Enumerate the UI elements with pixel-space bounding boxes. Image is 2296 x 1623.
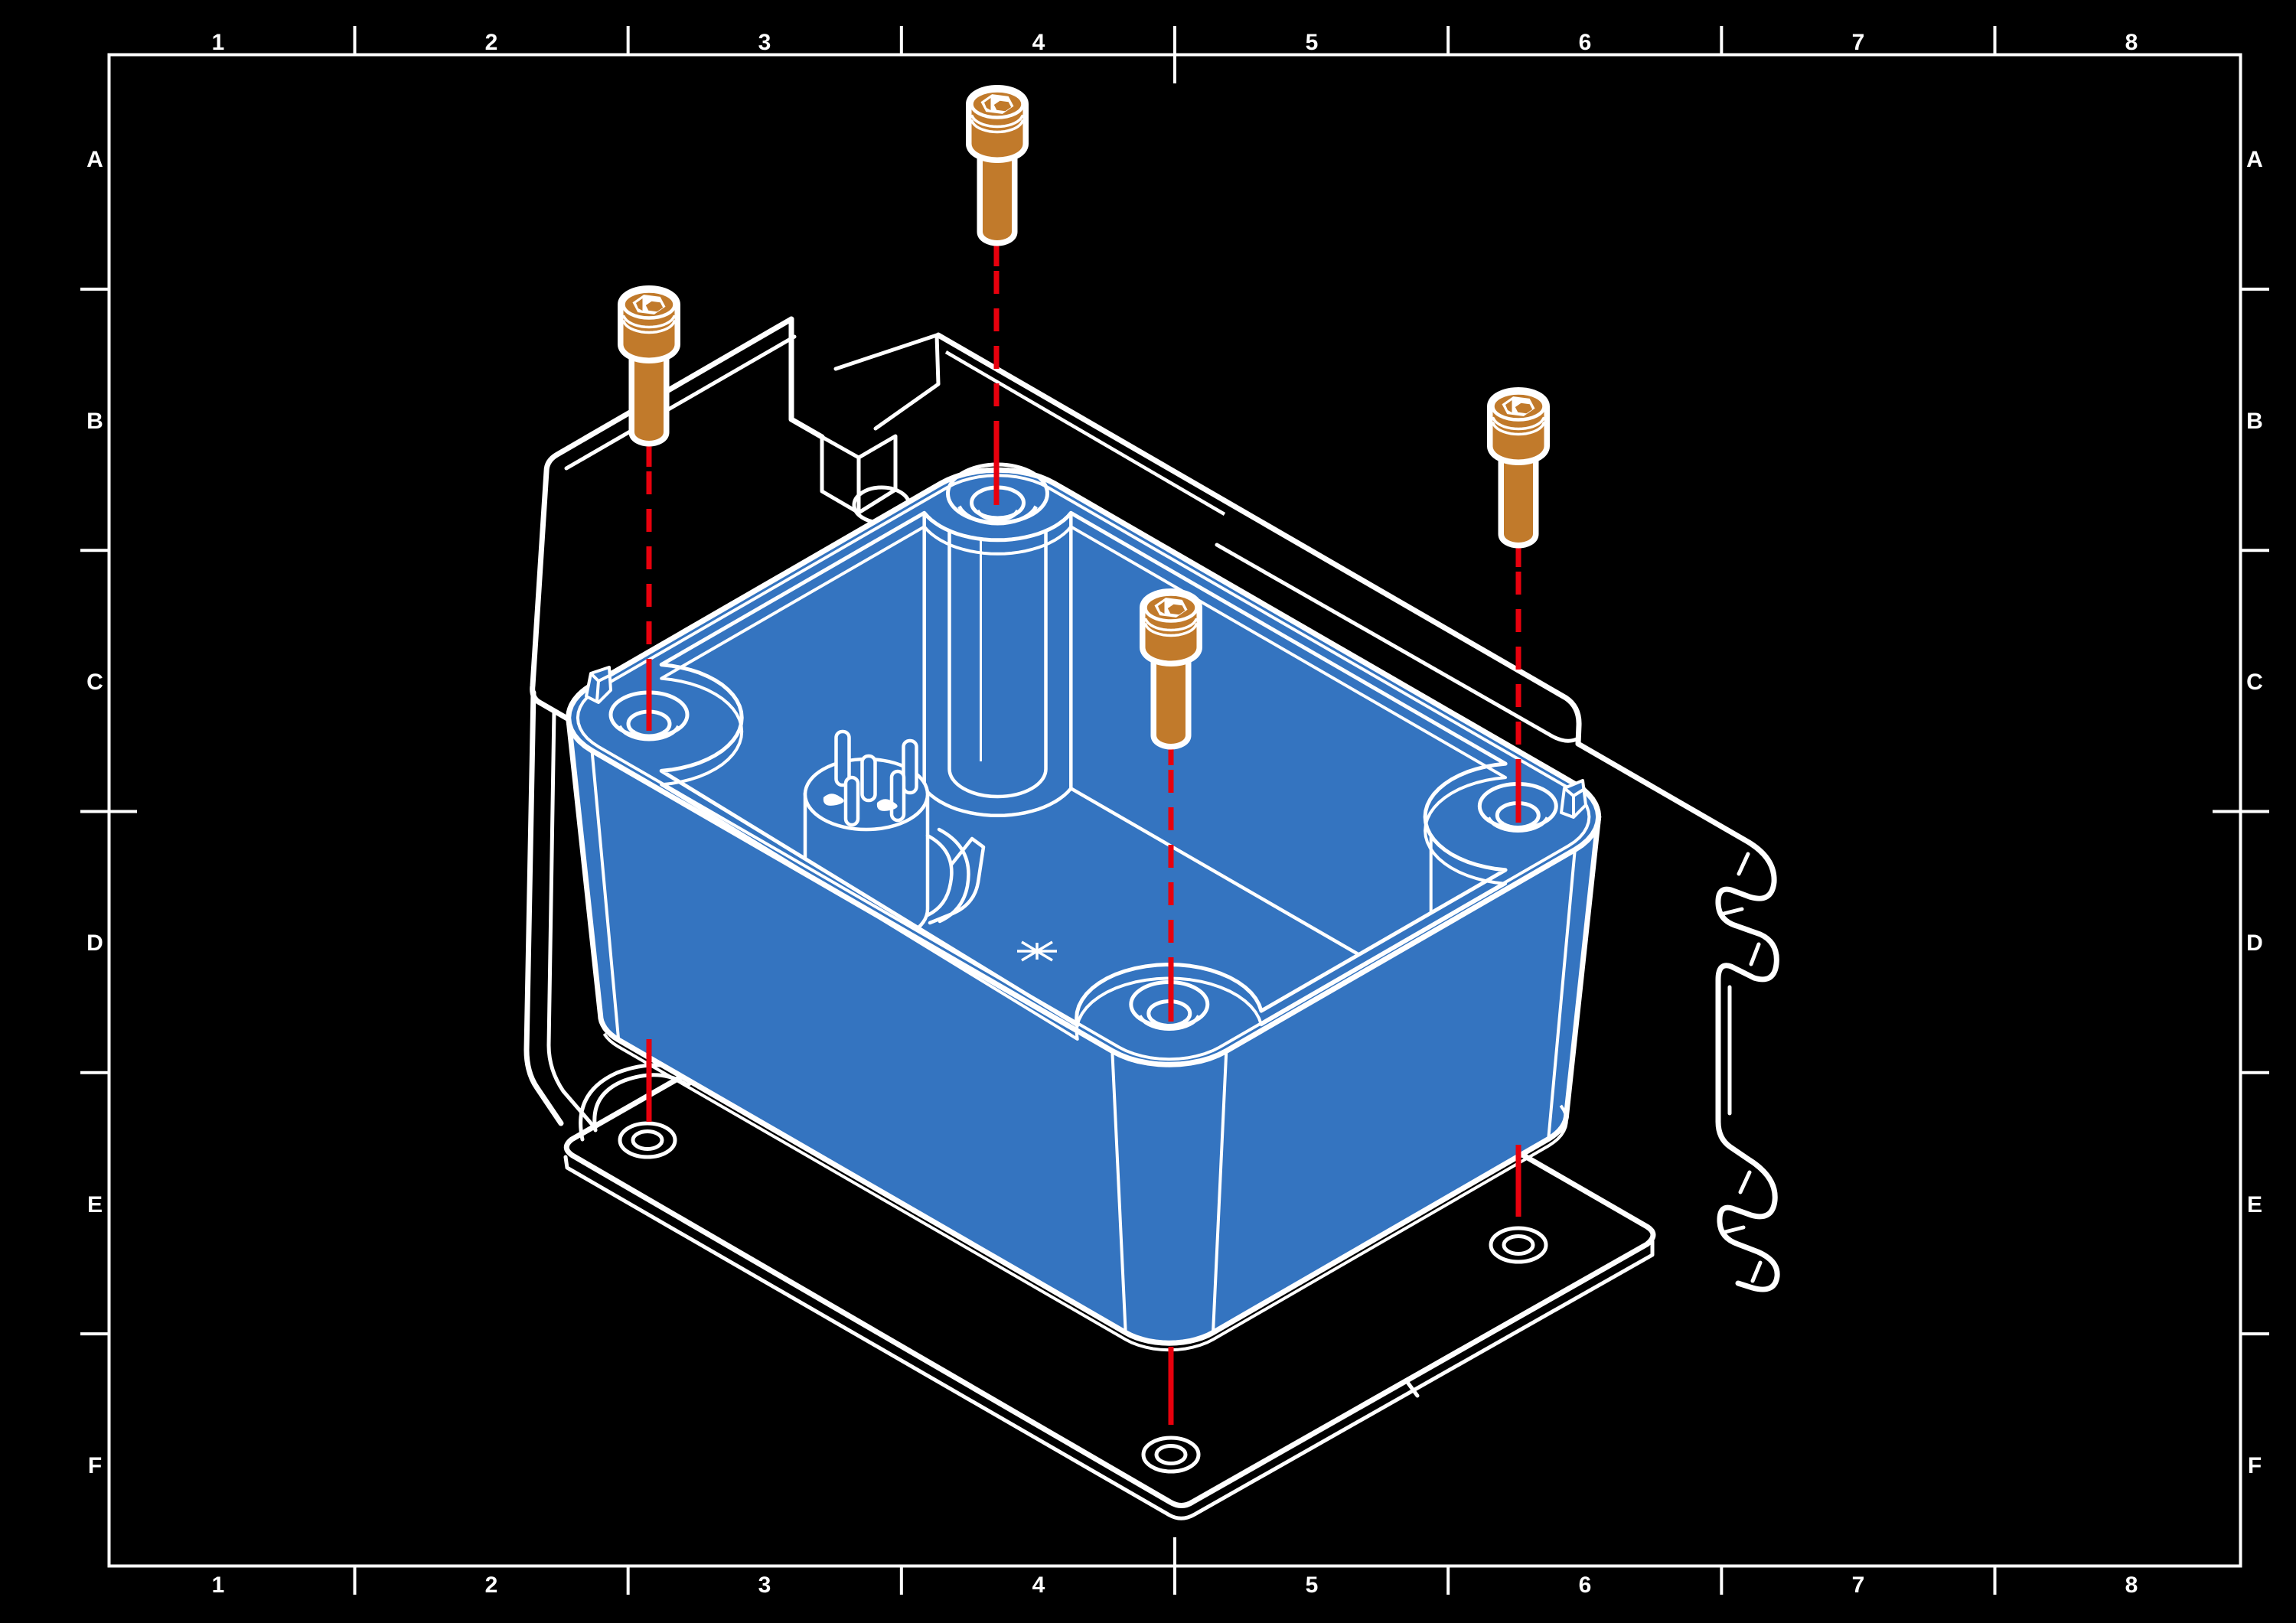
svg-text:F: F [2248, 1453, 2262, 1478]
svg-text:8: 8 [2125, 1572, 2138, 1598]
svg-text:3: 3 [758, 1572, 771, 1598]
svg-text:5: 5 [1306, 1572, 1319, 1598]
svg-text:4: 4 [1032, 30, 1045, 55]
svg-text:4: 4 [1032, 1572, 1045, 1598]
svg-text:7: 7 [1852, 30, 1865, 55]
svg-text:A: A [2246, 147, 2263, 172]
svg-text:E: E [87, 1192, 103, 1217]
svg-text:F: F [88, 1453, 102, 1478]
svg-text:2: 2 [485, 30, 498, 55]
svg-text:A: A [86, 147, 103, 172]
svg-text:7: 7 [1852, 1572, 1865, 1598]
svg-text:1: 1 [212, 1572, 225, 1598]
svg-text:E: E [2247, 1192, 2262, 1217]
svg-text:3: 3 [758, 30, 771, 55]
svg-text:6: 6 [1579, 1572, 1592, 1598]
svg-text:1: 1 [212, 30, 225, 55]
svg-text:B: B [86, 409, 103, 434]
svg-text:D: D [2246, 930, 2263, 956]
svg-text:5: 5 [1306, 30, 1319, 55]
svg-text:B: B [2246, 409, 2263, 434]
svg-text:C: C [86, 670, 103, 695]
svg-text:C: C [2246, 670, 2263, 695]
svg-text:6: 6 [1579, 30, 1592, 55]
svg-text:8: 8 [2125, 30, 2138, 55]
svg-text:2: 2 [485, 1572, 498, 1598]
svg-text:D: D [86, 930, 103, 956]
